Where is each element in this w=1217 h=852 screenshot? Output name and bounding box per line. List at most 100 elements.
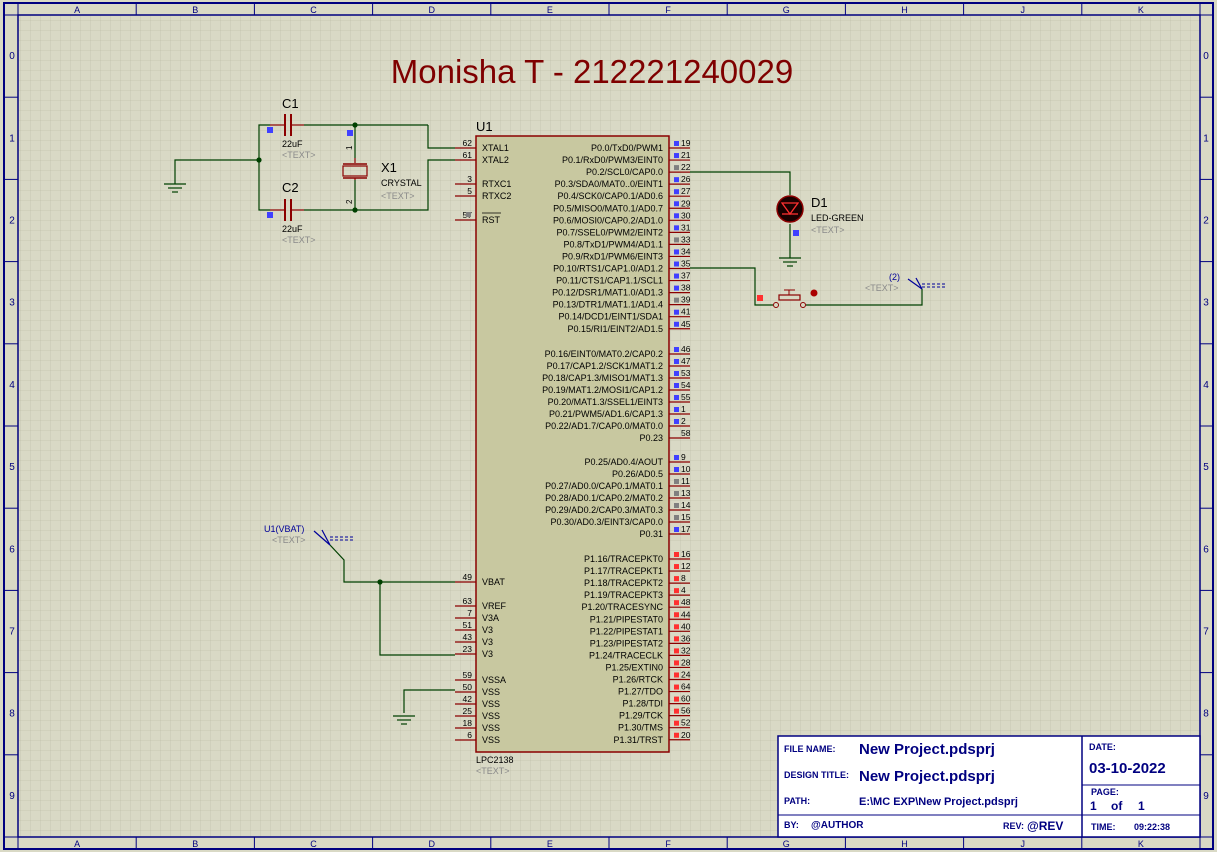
pin-number: 16 [681, 549, 691, 559]
pin-marker [674, 153, 679, 159]
led-d1[interactable]: D1 LED-GREEN <TEXT> [776, 195, 864, 236]
border-col-label: A [74, 5, 80, 15]
pin-name: VBAT [482, 577, 505, 587]
border-row-label: 3 [1203, 298, 1209, 309]
pin-name: P0.0/TxD0/PWM1 [591, 143, 663, 153]
u1-pin-4[interactable]: 4P1.19/TRACEPKT3 [584, 585, 690, 600]
u1-pin-9[interactable]: 9P0.25/AD0.4/AOUT [584, 452, 690, 467]
pin-name: P0.27/AD0.0/CAP0.1/MAT0.1 [545, 481, 663, 491]
pin-number: 38 [681, 283, 691, 293]
x1-pin2: 2 [345, 199, 354, 204]
push-button[interactable] [757, 289, 818, 308]
border-col-label: A [74, 839, 80, 849]
by-label: BY: [784, 820, 799, 830]
pin-number: 62 [463, 138, 473, 148]
border-row-label: 6 [9, 544, 15, 555]
terminal-2[interactable]: (2) <TEXT> [865, 272, 946, 293]
pin-name: P0.15/RI1/EINT2/AD1.5 [567, 324, 663, 334]
pin-name: P1.18/TRACEPKT2 [584, 578, 663, 588]
path-value: E:\MC EXP\New Project.pdsprj [859, 796, 1018, 808]
crystal-x1[interactable]: 1 2 X1 CRYSTAL <TEXT> [342, 130, 422, 204]
vbat-net-label[interactable]: U1(VBAT) <TEXT> [264, 524, 354, 546]
u1-pin-1[interactable]: 1P0.21/PWM5/AD1.6/CAP1.3 [549, 404, 690, 419]
pin-number: 43 [463, 632, 473, 642]
border-col-label: K [1138, 839, 1144, 849]
pin-number: 53 [681, 368, 691, 378]
u1-pin-2[interactable]: 2P0.22/AD1.7/CAP0.0/MAT0.0 [545, 416, 690, 431]
pin-marker [267, 212, 273, 218]
pin-number: 29 [681, 198, 691, 208]
pin-marker [674, 696, 679, 702]
u1-pin-57[interactable]: 57RST [455, 210, 501, 225]
pin-name: P0.17/CAP1.2/SCK1/MAT1.2 [547, 361, 663, 371]
capacitor-c1[interactable]: C1 22uF <TEXT> [267, 96, 316, 160]
junctions [256, 122, 383, 585]
pin-marker [674, 491, 679, 496]
u1-ref: U1 [476, 119, 493, 134]
u1-pin-8[interactable]: 8P1.18/TRACEPKT2 [584, 573, 690, 588]
capacitor-c2[interactable]: C2 22uF <TEXT> [267, 180, 316, 245]
border-col-label: J [1020, 839, 1025, 849]
